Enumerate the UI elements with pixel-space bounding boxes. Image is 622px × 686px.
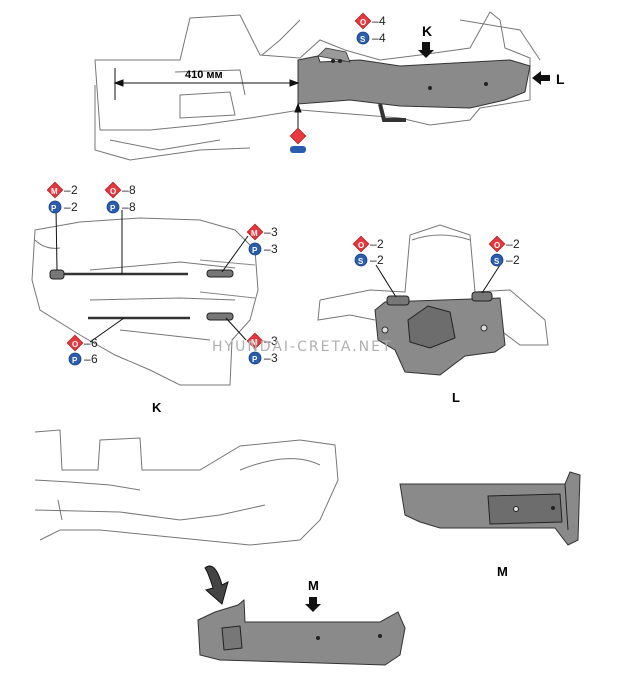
legend-k-8-dash: – <box>264 334 271 348</box>
legend-k-2-value: 8 <box>129 183 136 197</box>
legend-l-1-symbol: S <box>358 257 364 266</box>
legend-k-8-symbol: M <box>251 338 258 347</box>
legend-l: O – 2 S – 2 O – 2 S – 2 <box>352 235 520 267</box>
arrow-down-icon-m <box>305 597 321 612</box>
legend-top-1-symbol: S <box>360 35 366 44</box>
watermark: HYUNDAI-CRETA.NET <box>212 339 393 355</box>
view-l-caption: L <box>452 390 460 405</box>
top-view-outline <box>94 11 541 161</box>
legend-l-0-value: 2 <box>377 237 384 251</box>
view-l-label-top: L <box>556 71 565 87</box>
view-k-bolt-strips <box>49 259 256 321</box>
legend-l-2-value: 2 <box>513 237 520 251</box>
legend-k-4-value: 3 <box>271 225 278 239</box>
legend-k-7-symbol: P <box>72 356 78 365</box>
view-k-outline <box>31 217 259 386</box>
legend-k-0-symbol: M <box>51 187 58 196</box>
legend-k-4-dash: – <box>264 225 271 239</box>
arrow-down-icon <box>418 42 434 58</box>
view-l-outline <box>317 224 549 346</box>
view-k-caption: K <box>152 400 162 415</box>
bottom-view-outline <box>34 429 339 546</box>
view-k-label-top: K <box>422 23 432 39</box>
arrow-left-icon <box>532 71 550 85</box>
view-l-leaders <box>375 264 501 298</box>
legend-k-9-dash: – <box>264 351 271 365</box>
legend-k-0-dash: – <box>64 183 71 197</box>
legend-l-1-dash: – <box>370 253 377 267</box>
legend-k-0-value: 2 <box>71 183 78 197</box>
legend-top-0-value: 4 <box>379 14 386 28</box>
legend-top-0-dash: – <box>372 14 379 28</box>
legend-l-0-dash: – <box>370 237 377 251</box>
legend-l-1-value: 2 <box>377 253 384 267</box>
legend-top-1-dash: – <box>372 31 379 45</box>
dimension-label: 410 мм <box>185 69 223 81</box>
legend-l-3-value: 2 <box>513 253 520 267</box>
view-m-part-bottom <box>197 598 406 666</box>
legend-k-6-value: 6 <box>91 336 98 350</box>
curved-arrow-icon <box>204 565 229 605</box>
legend-k: M – 2 P – 2 O – 8 P – 8 M – 3 P – 3 O – … <box>46 181 278 366</box>
legend-k-4-symbol: M <box>251 229 258 238</box>
legend-k-9-symbol: P <box>252 355 258 364</box>
legend-k-3-dash: – <box>122 200 129 214</box>
view-m-part <box>399 471 581 546</box>
legend-k-8-value: 3 <box>271 334 278 348</box>
legend-k-7-value: 6 <box>91 352 98 366</box>
legend-k-9-value: 3 <box>271 351 278 365</box>
view-m-label-bottom: M <box>308 578 319 593</box>
legend-k-5-dash: – <box>264 242 271 256</box>
top-part <box>297 47 531 122</box>
legend-top-0-symbol: O <box>360 18 366 27</box>
legend-k-2-dash: – <box>122 183 129 197</box>
legend-k-5-symbol: P <box>252 246 258 255</box>
legend-k-1-dash: – <box>64 200 71 214</box>
legend-top-1-value: 4 <box>379 31 386 45</box>
legend-l-2-symbol: O <box>494 241 500 250</box>
view-k-leaders <box>55 207 249 343</box>
legend-k-5-value: 3 <box>271 242 278 256</box>
dimension-line <box>113 68 302 130</box>
legend-k-3-value: 8 <box>129 200 136 214</box>
view-l-part <box>374 291 506 376</box>
legend-l-2-dash: – <box>506 237 513 251</box>
legend-top: O – 4 S – 4 <box>354 12 386 45</box>
legend-k-1-symbol: P <box>51 204 57 213</box>
legend-k-7-dash: – <box>84 352 91 366</box>
legend-k-3-symbol: P <box>110 204 116 213</box>
view-m-caption: M <box>497 564 508 579</box>
legend-k-2-symbol: O <box>110 187 116 196</box>
legend-l-0-symbol: O <box>358 241 364 250</box>
legend-k-6-dash: – <box>84 336 91 350</box>
legend-l-3-dash: – <box>506 253 513 267</box>
legend-k-1-value: 2 <box>71 200 78 214</box>
legend-l-3-symbol: S <box>494 257 500 266</box>
reference-symbol <box>289 127 307 153</box>
legend-k-6-symbol: O <box>72 340 78 349</box>
